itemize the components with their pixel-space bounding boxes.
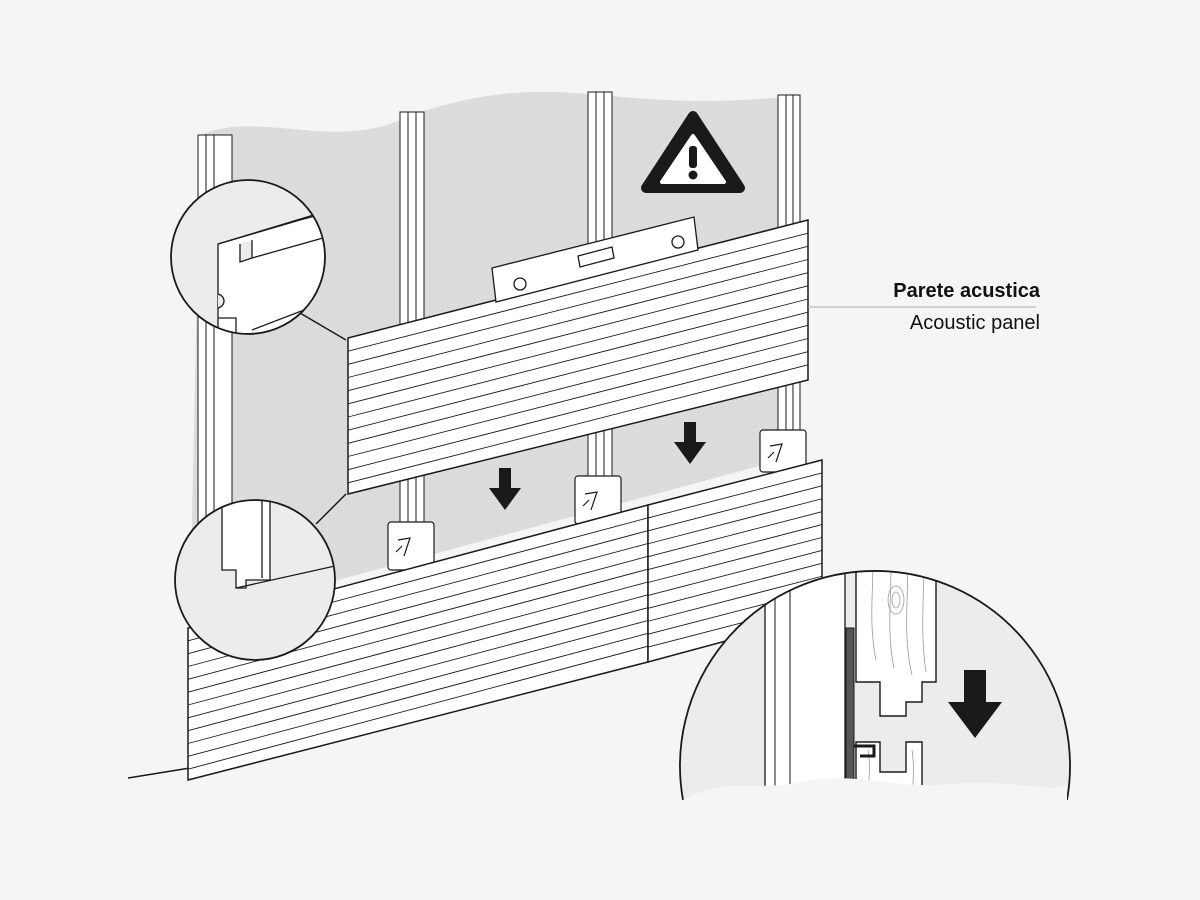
warning-exclamation-dot bbox=[688, 170, 698, 180]
arrow-down-icon bbox=[489, 422, 706, 510]
panel-groove bbox=[647, 472, 823, 519]
detail-large-hook bbox=[854, 744, 876, 758]
panel-groove bbox=[647, 511, 823, 558]
panel-groove bbox=[347, 232, 809, 352]
warning-exclamation-bar bbox=[689, 146, 697, 168]
detail-callout-large bbox=[679, 570, 1071, 801]
panel-groove bbox=[347, 272, 809, 392]
label-subtitle: Acoustic panel bbox=[909, 312, 1040, 334]
callout-connector-mid bbox=[315, 493, 347, 525]
panel-groove bbox=[647, 562, 823, 609]
detail-top-lower-notch bbox=[218, 317, 237, 334]
detail-large-arrow bbox=[948, 670, 1002, 738]
panel-groove bbox=[347, 311, 809, 431]
panel-groove bbox=[347, 338, 809, 457]
panel-groove bbox=[647, 485, 823, 532]
clip-1 bbox=[387, 521, 435, 571]
panel-groove bbox=[347, 285, 809, 405]
arrow-down-2 bbox=[674, 422, 706, 464]
panel-groove bbox=[187, 581, 649, 706]
panel-groove bbox=[347, 364, 809, 484]
panel-groove bbox=[187, 594, 649, 719]
spirit-level-icon bbox=[491, 216, 699, 303]
panel-groove bbox=[187, 632, 649, 757]
panel-groove bbox=[647, 549, 823, 596]
detail-large-clip-plate bbox=[845, 627, 855, 800]
detail-mid-panel bbox=[221, 500, 271, 589]
panel-groove bbox=[347, 298, 809, 418]
callout-connector-top bbox=[299, 312, 347, 341]
panel-groove bbox=[187, 620, 649, 744]
spirit-level-hole-right bbox=[671, 235, 685, 249]
arrow-down-1 bbox=[489, 468, 521, 510]
floor-line bbox=[127, 767, 191, 779]
panel-groove bbox=[647, 524, 823, 571]
panel-groove bbox=[647, 537, 823, 583]
detail-mid-floor bbox=[235, 565, 335, 589]
panel-groove bbox=[187, 645, 649, 770]
panel-groove bbox=[347, 324, 809, 444]
warning-triangle-icon bbox=[641, 111, 745, 193]
clip-1-hook bbox=[395, 537, 411, 557]
detail-large-stud bbox=[764, 570, 846, 800]
detail-large-upper-panel bbox=[855, 570, 937, 717]
spirit-level-vial bbox=[577, 246, 615, 268]
mounting-clip-icon bbox=[387, 429, 807, 571]
clip-3-hook bbox=[767, 443, 783, 463]
detail-callout-large-wave bbox=[683, 778, 1067, 800]
detail-callout-mid-ring bbox=[174, 499, 336, 661]
clip-2-hook bbox=[582, 491, 598, 511]
detail-top-line bbox=[251, 235, 325, 259]
label-title: Parete acustica bbox=[893, 280, 1040, 302]
spirit-level-hole-left bbox=[513, 277, 527, 291]
detail-callout-top-ring bbox=[170, 179, 326, 335]
detail-top-groove bbox=[239, 240, 253, 263]
acoustic-panel bbox=[347, 219, 809, 495]
detail-top-notch bbox=[217, 293, 225, 309]
panel-groove bbox=[347, 259, 809, 378]
detail-callout-large-ring bbox=[679, 570, 1071, 801]
panel-groove bbox=[187, 568, 649, 693]
panel-groove bbox=[347, 351, 809, 471]
panel-groove bbox=[647, 575, 823, 622]
panel-groove bbox=[647, 498, 823, 545]
panel-grooves-right bbox=[647, 472, 823, 648]
panel-groove bbox=[347, 245, 809, 365]
panel-grooves-top bbox=[347, 232, 809, 484]
panel-groove bbox=[187, 607, 649, 732]
detail-callout-top bbox=[170, 179, 326, 335]
acoustic-panel-label: Parete acustica Acoustic panel bbox=[800, 278, 1040, 336]
